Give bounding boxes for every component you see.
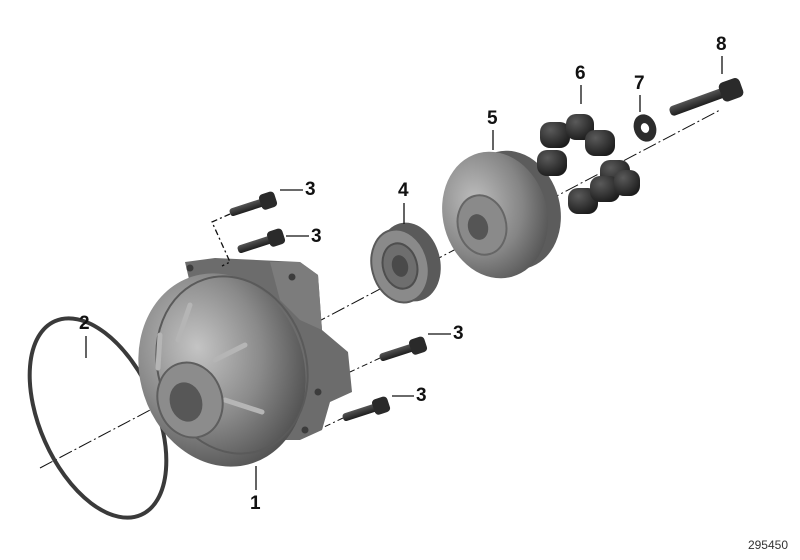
washer-part bbox=[633, 114, 657, 142]
bearing-part bbox=[370, 222, 441, 304]
callout-5-hub: 5 bbox=[487, 108, 498, 129]
callout-8-long-bolt: 8 bbox=[716, 34, 727, 55]
pump-housing-part bbox=[138, 258, 352, 467]
callout-3-bolt-upper-2: 3 bbox=[311, 226, 322, 247]
bolt-part bbox=[229, 191, 428, 422]
diagram-number: 295450 bbox=[747, 538, 788, 552]
callout-3-bolt-lower-2: 3 bbox=[416, 385, 427, 406]
callout-3-bolt-lower-1: 3 bbox=[453, 323, 464, 344]
callout-1-housing: 1 bbox=[250, 493, 261, 514]
callout-3-bolt-upper-1: 3 bbox=[305, 179, 316, 200]
rubber-damper-part bbox=[537, 114, 640, 214]
callout-7-washer: 7 bbox=[634, 73, 645, 94]
drive-hub-part bbox=[442, 150, 561, 279]
long-bolt-part bbox=[669, 78, 744, 116]
leader-lines bbox=[85, 56, 723, 490]
callout-4-bearing: 4 bbox=[398, 180, 409, 201]
bolt-guide-lines bbox=[321, 357, 381, 429]
callout-2-o-ring: 2 bbox=[79, 313, 90, 334]
callout-6-dampers: 6 bbox=[575, 63, 586, 84]
